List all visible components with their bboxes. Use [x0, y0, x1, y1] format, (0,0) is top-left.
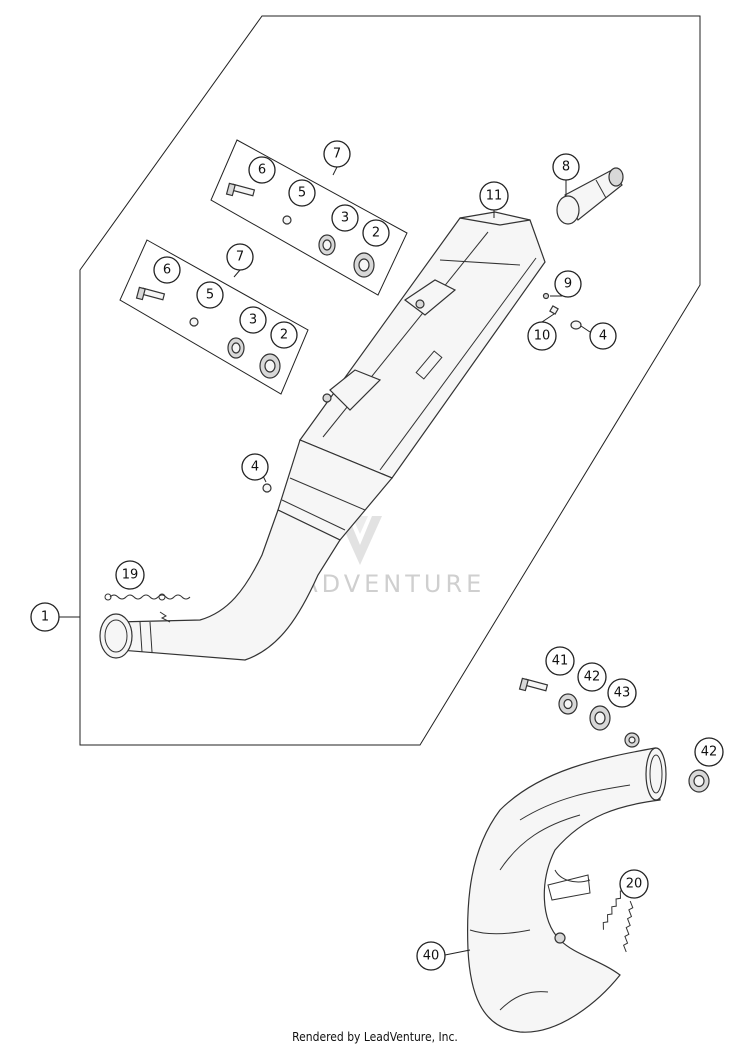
- callout-4-right[interactable]: 4: [589, 322, 617, 350]
- svg-text:42: 42: [584, 670, 601, 685]
- callout-5-lower[interactable]: 5: [196, 281, 224, 309]
- svg-text:4: 4: [251, 460, 259, 475]
- muffler: [299, 211, 546, 479]
- callout-2-upper[interactable]: 2: [362, 219, 390, 247]
- callout-19[interactable]: 19: [115, 560, 145, 590]
- washer-42-right: [688, 769, 710, 793]
- callout-43[interactable]: 43: [607, 678, 637, 708]
- leader-lines: [59, 166, 591, 956]
- rubber-2-lower: [259, 353, 281, 379]
- svg-text:42: 42: [701, 745, 718, 760]
- callout-11[interactable]: 11: [479, 181, 509, 211]
- callout-9[interactable]: 9: [554, 270, 582, 298]
- svg-text:43: 43: [614, 686, 631, 701]
- svg-text:10: 10: [534, 329, 551, 344]
- svg-text:5: 5: [206, 288, 214, 303]
- small-part-10: [549, 305, 559, 315]
- callout-7-upper[interactable]: 7: [323, 140, 351, 168]
- bolt-41: [518, 677, 549, 692]
- washer-5-upper: [282, 215, 292, 225]
- svg-text:8: 8: [562, 160, 570, 175]
- washer-5-lower: [189, 317, 199, 327]
- bushing-3-upper: [318, 234, 336, 256]
- svg-text:6: 6: [258, 163, 266, 178]
- callout-42-right[interactable]: 42: [694, 737, 724, 767]
- bolt-6-lower: [135, 286, 166, 301]
- bushing-3-lower: [227, 337, 245, 359]
- callout-6-lower[interactable]: 6: [153, 256, 181, 284]
- callout-40[interactable]: 40: [416, 941, 446, 971]
- callout-8[interactable]: 8: [552, 153, 580, 181]
- small-part-9: [542, 292, 550, 300]
- inlet-pipe: [99, 509, 341, 661]
- svg-text:20: 20: [626, 877, 643, 892]
- washer-42: [558, 693, 578, 715]
- svg-text:7: 7: [333, 147, 341, 162]
- bracket-group-box-upper: [210, 139, 408, 296]
- spring-19: [104, 593, 191, 623]
- svg-text:4: 4: [599, 329, 607, 344]
- svg-text:41: 41: [552, 654, 569, 669]
- callout-6-upper[interactable]: 6: [248, 156, 276, 184]
- callout-7-lower[interactable]: 7: [226, 243, 254, 271]
- callout-20[interactable]: 20: [619, 869, 649, 899]
- svg-text:5: 5: [298, 186, 306, 201]
- callout-2-lower[interactable]: 2: [270, 321, 298, 349]
- grommet-4-left: [262, 483, 272, 493]
- tail-pipe-8: [556, 167, 624, 225]
- spring-20-right: [622, 900, 634, 953]
- svg-text:3: 3: [249, 313, 257, 328]
- svg-text:7: 7: [236, 250, 244, 265]
- callout-41[interactable]: 41: [545, 646, 575, 676]
- callout-4-left[interactable]: 4: [241, 453, 269, 481]
- bushing-43: [589, 705, 611, 731]
- callout-5-upper[interactable]: 5: [288, 179, 316, 207]
- footer-credit: Rendered by LeadVenture, Inc.: [292, 1030, 458, 1044]
- bracket-group-box-lower: [119, 239, 309, 395]
- callout-3-lower[interactable]: 3: [239, 306, 267, 334]
- svg-text:11: 11: [486, 189, 503, 204]
- callout-42[interactable]: 42: [577, 662, 607, 692]
- callout-1[interactable]: 1: [30, 602, 60, 632]
- grommet-4-right: [570, 320, 582, 330]
- rubber-2-upper: [353, 252, 375, 278]
- svg-text:1: 1: [41, 610, 49, 625]
- header-pipe-40: [466, 732, 667, 1033]
- svg-text:2: 2: [280, 328, 288, 343]
- svg-text:9: 9: [564, 277, 572, 292]
- svg-text:3: 3: [341, 211, 349, 226]
- assembly-boundary: [79, 15, 701, 746]
- callout-3-upper[interactable]: 3: [331, 204, 359, 232]
- callout-10[interactable]: 10: [527, 321, 557, 351]
- bolt-6-upper: [225, 182, 256, 197]
- svg-text:6: 6: [163, 263, 171, 278]
- svg-text:19: 19: [122, 568, 139, 583]
- svg-text:2: 2: [372, 226, 380, 241]
- svg-text:40: 40: [423, 949, 440, 964]
- spring-20-left: [602, 883, 626, 930]
